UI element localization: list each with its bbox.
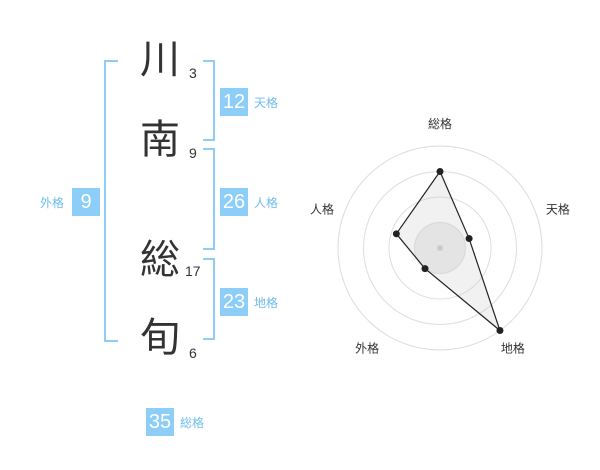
radar-point-1 — [436, 168, 444, 175]
radar-point-2 — [465, 235, 473, 243]
radar-point-4 — [421, 265, 429, 273]
radar-area — [395, 170, 502, 333]
tenkaku-label: 天格 — [254, 96, 279, 110]
radar-axis-label-1: 総格 — [428, 116, 452, 131]
jinkaku-value: 26 — [220, 188, 248, 216]
gaikaku-label: 外格 — [40, 196, 65, 210]
chikaku-bracket — [203, 258, 215, 340]
stroke-count-2: 9 — [189, 145, 197, 161]
gaikaku-value: 9 — [72, 188, 100, 216]
stroke-count-4: 6 — [189, 345, 197, 361]
soukaku-label: 総格 — [180, 416, 205, 430]
tenkaku-value: 12 — [220, 88, 248, 116]
jinkaku-label: 人格 — [254, 196, 279, 210]
name-char-1: 川 — [140, 37, 180, 83]
jinkaku-bracket — [203, 148, 215, 250]
radar-axis-label-5: 人格 — [310, 202, 334, 217]
radar-ring-2 — [388, 196, 492, 300]
radar-axis-label-4: 外格 — [355, 340, 379, 355]
name-char-4: 旬 — [140, 315, 180, 361]
tenkaku-bracket — [203, 60, 215, 141]
soukaku-value: 35 — [146, 408, 174, 436]
radar-point-5 — [392, 230, 400, 238]
radar-ring-4 — [337, 145, 543, 351]
radar-axis-label-3: 地格 — [501, 340, 525, 355]
chikaku-value: 23 — [220, 288, 248, 316]
stroke-count-3: 17 — [185, 263, 201, 279]
chikaku-label: 地格 — [254, 296, 279, 310]
radar-axis-label-2: 天格 — [546, 202, 570, 217]
name-char-3: 総 — [140, 237, 180, 283]
radar-center — [437, 245, 443, 251]
stroke-count-1: 3 — [189, 65, 197, 81]
radar-point-3 — [496, 327, 504, 335]
gaikaku-bracket — [104, 60, 118, 342]
radar-points — [392, 168, 504, 335]
name-char-2: 南 — [140, 117, 180, 163]
